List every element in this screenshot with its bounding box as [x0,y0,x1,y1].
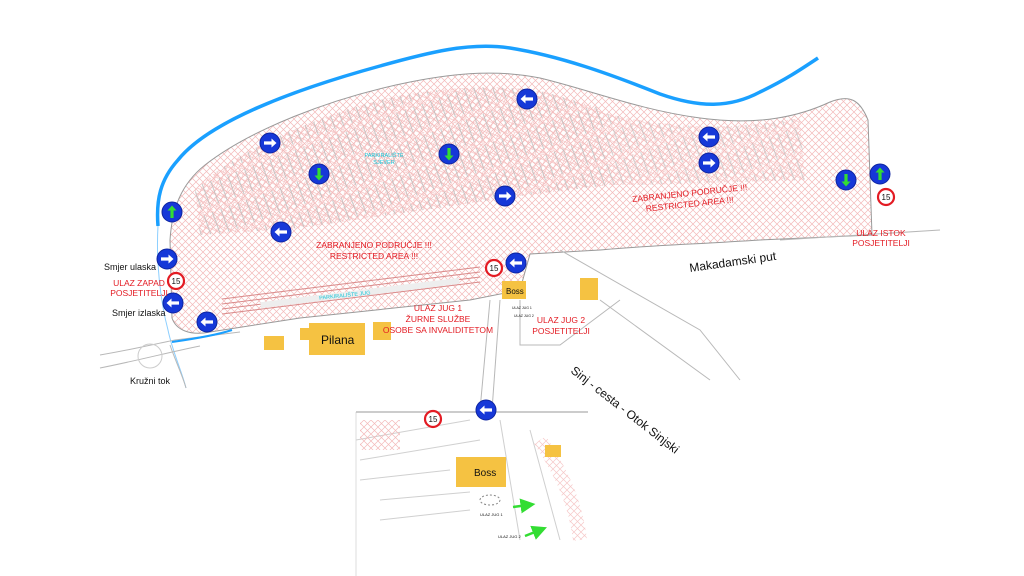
arrow-left-icon [166,298,179,308]
svg-text:15: 15 [882,193,891,202]
sinj-road-label: Sinj - cesta - Otok Sinjski [568,363,682,456]
direction-sign-arrow-up-icon [869,163,891,185]
arrow-right-icon [161,254,174,264]
speed-limit-sign-south: 15 [484,258,504,278]
inset-arrow-2 [524,525,547,540]
speed-limit-sign-inset: 15 [423,409,443,429]
direction-sign-arrow-down-icon [438,143,460,165]
tiny-jug2-label: ULAZ JUG 2 [514,314,534,318]
entry-east-label: ULAZ ISTOK [856,228,906,238]
direction-sign-arrow-left-icon [505,252,527,274]
boss-label: Boss [506,287,524,296]
inset-jug1-label: ULAZ JUG 1 [480,512,503,517]
roundabout [137,343,163,369]
direction-sign-arrow-left-icon [196,311,218,333]
arrow-left-icon [479,405,492,415]
smijer-ulaska-label: Smjer ulaska [104,262,156,272]
direction-sign-arrow-right-icon [156,248,178,270]
buildings [264,278,598,355]
entry-south2-label: ULAZ JUG 2 [537,315,585,325]
entry-west-sub: POSJETITELJI [110,288,168,298]
arrow-down-icon [314,168,324,181]
speed-limit-sign-east: 15 [876,187,896,207]
entry-west-label: ULAZ ZAPAD [113,278,165,288]
parking-north-label: PARKIRALIŠTE [364,152,403,159]
direction-sign-arrow-left-icon [475,399,497,421]
direction-sign-arrow-right-icon [698,152,720,174]
direction-sign-arrow-right-icon [494,185,516,207]
pilana-label: Pilana [321,333,355,347]
arrow-down-icon [444,148,454,161]
direction-sign-arrow-left-icon [162,292,184,314]
arrow-down-icon [841,174,851,187]
entry-south1-sub: ŽURNE SLUŽBE [406,314,471,324]
kruzni-tok-label: Kružni tok [130,376,171,386]
arrow-left-icon [200,317,213,327]
arrow-up-icon [167,205,177,218]
parking-north-sub: SJEVER [373,160,394,166]
entry-south2-sub: POSJETITELJI [532,326,590,336]
building-small-2 [373,322,391,340]
arrow-up-icon [875,167,885,180]
direction-sign-arrow-down-icon [835,169,857,191]
inset-boss-label: Boss [474,468,496,479]
smijer-izlaska-label: Smjer izlaska [112,308,166,318]
river [155,44,819,227]
arrow-left-icon [274,227,287,237]
parking-south-rows [221,266,481,315]
river-edge [171,329,233,343]
svg-text:15: 15 [490,264,499,273]
pilana-building [309,323,365,355]
svg-text:15: 15 [172,277,181,286]
svg-text:15: 15 [429,415,438,424]
entry-east-sub: POSJETITELJI [852,238,910,248]
tiny-jug1-label: ULAZ JUG 1 [512,306,532,310]
inset-boss-building [456,457,506,487]
direction-sign-arrow-down-icon [308,163,330,185]
entry-south1-label: ULAZ JUG 1 [414,303,462,313]
direction-sign-arrow-right-icon [259,132,281,154]
building-small-3 [580,278,598,300]
inset-detail [355,411,588,576]
arrow-right-icon [499,191,512,201]
speed-limit-sign-west: 15 [166,271,186,291]
arrow-left-icon [509,258,522,268]
arrow-left-icon [702,132,715,142]
direction-sign-arrow-left-icon [270,221,292,243]
makadamski-put-label: Makadamski put [688,249,777,275]
parking-stalls-north [195,87,805,235]
restricted-label-1: ZABRANJENO PODRUČJE !!! [316,240,432,250]
direction-sign-arrow-left-icon [516,88,538,110]
entry-south1-sub2: OSOBE SA INVALIDITETOM [383,325,493,335]
arrow-left-icon [520,94,533,104]
restricted-label-1b: RESTRICTED AREA !!! [330,251,418,261]
river-lower [156,225,187,389]
inset-arrow-1 [512,498,536,514]
direction-sign-arrow-up-icon [161,201,183,223]
roads [99,229,941,411]
direction-sign-arrow-left-icon [698,126,720,148]
direction-signs [156,88,891,421]
building-small-1 [264,336,284,350]
arrow-right-icon [703,158,716,168]
arrow-right-icon [264,138,277,148]
boss-building [502,281,526,299]
inset-jug2-label: ULAZ JUG 2 [498,534,521,539]
